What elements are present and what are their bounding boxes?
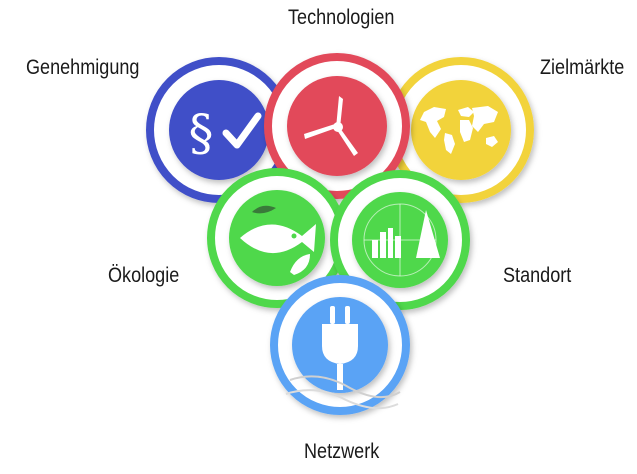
fish-leaf-icon (240, 205, 316, 275)
node-standort (330, 170, 470, 310)
world-map-icon (420, 106, 498, 154)
node-technologien (264, 53, 410, 199)
node-zielmaerkte (388, 57, 534, 203)
node-netzwerk (270, 275, 410, 415)
label-genehmigung: Genehmigung (26, 56, 140, 79)
node-genehmigung: § (146, 57, 292, 203)
paragraph-check-icon: § (189, 104, 262, 162)
wind-turbine-icon (304, 96, 358, 156)
city-radar-icon (363, 203, 440, 277)
power-plug-icon (285, 306, 401, 410)
svg-text:§: § (189, 104, 214, 162)
label-oekologie: Ökologie (108, 264, 180, 287)
label-netzwerk: Netzwerk (304, 440, 380, 463)
label-technologien: Technologien (288, 6, 395, 29)
node-oekologie (207, 168, 347, 308)
label-zielmaerkte: Zielmärkte (540, 56, 625, 79)
label-standort: Standort (503, 264, 572, 287)
